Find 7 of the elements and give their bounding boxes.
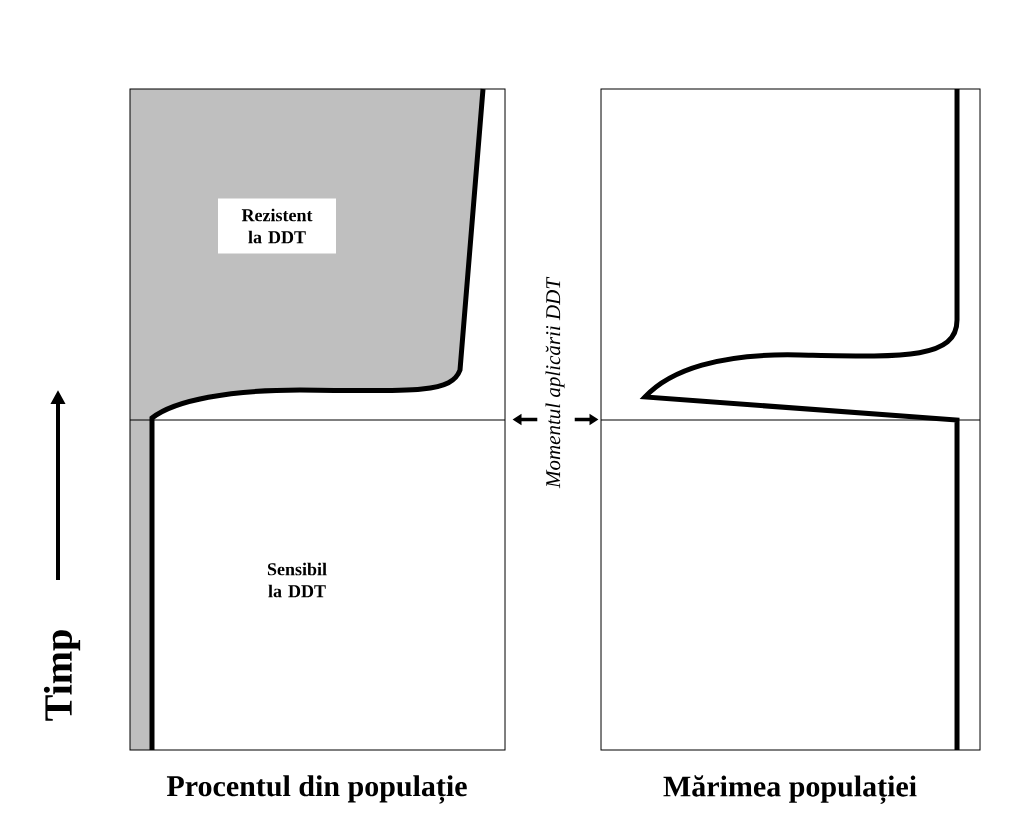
region-label: Sensibil la DDT	[267, 562, 327, 598]
chart-panel: Mărimea populației	[600, 88, 981, 804]
vertical-label: Momentul aplicării DDT	[545, 276, 565, 489]
label-box: Rezistent la DDT	[218, 198, 336, 254]
node-label: Mărimea populației	[663, 775, 917, 805]
node-label: Procentul din populație	[166, 775, 467, 804]
axis-label: Timp	[43, 630, 81, 721]
